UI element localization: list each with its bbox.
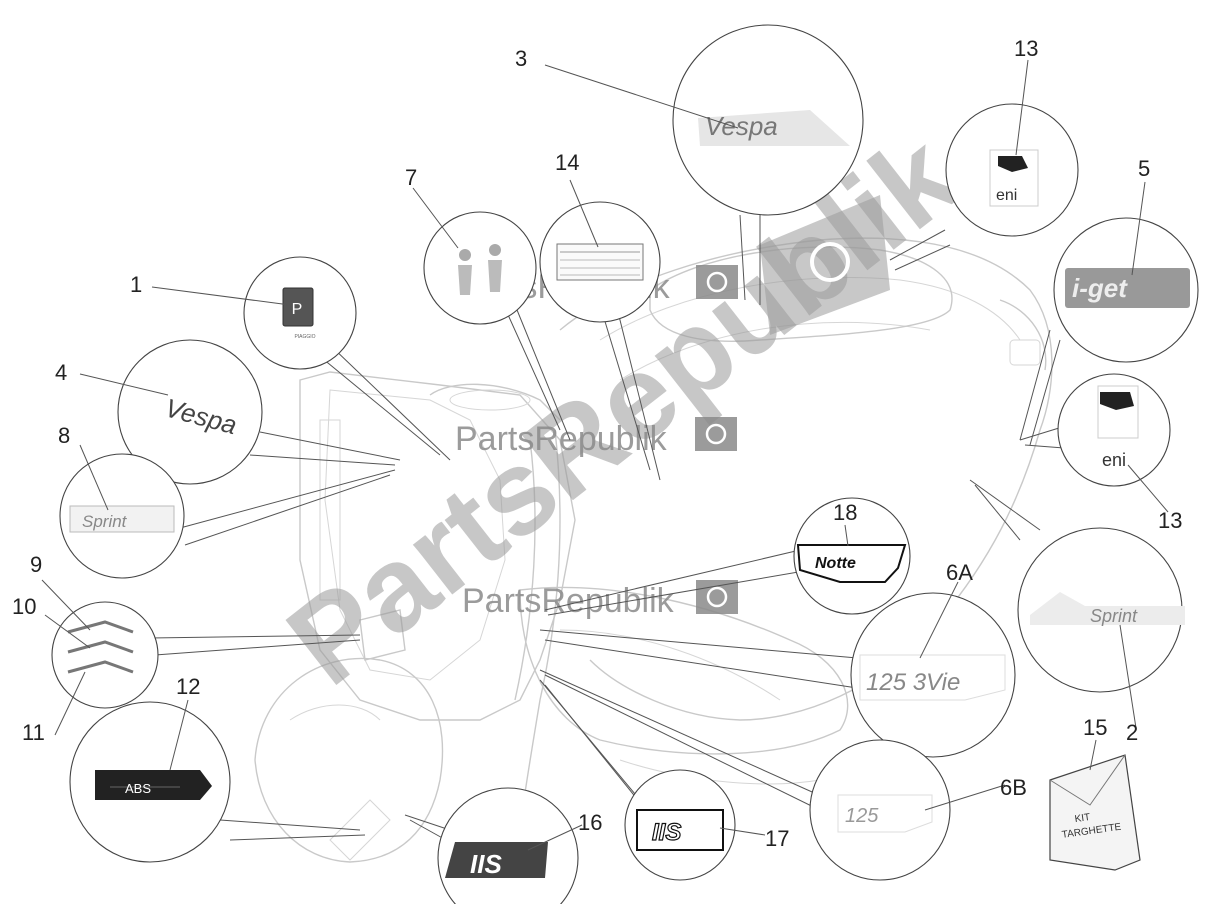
bubble-9-11 bbox=[51, 601, 159, 709]
callout-6B: 6B bbox=[1000, 775, 1027, 800]
piaggio-small-text: PIAGGIO bbox=[294, 334, 315, 340]
notte-decal: Notte bbox=[815, 555, 856, 572]
callout-11: 11 bbox=[22, 720, 45, 745]
callout-1: 1 bbox=[130, 272, 142, 297]
callout-7: 7 bbox=[405, 165, 417, 190]
kit-targhette-envelope: KIT TARGHETTE bbox=[1049, 754, 1141, 871]
watermark-small-text-2: PartsRepublik bbox=[455, 420, 668, 458]
bubble-14 bbox=[539, 201, 661, 323]
bubble-6A: 125 3Vie bbox=[850, 592, 1016, 758]
bubble-12: ABS bbox=[69, 701, 231, 863]
iget-decal: i-get bbox=[1072, 273, 1128, 303]
svg-text:P: P bbox=[292, 301, 303, 318]
kit-label: KIT bbox=[1074, 812, 1091, 825]
eni-logo-top: eni bbox=[996, 187, 1017, 204]
bubble-7 bbox=[423, 211, 537, 325]
gear-badge-large bbox=[760, 195, 890, 335]
leader-lines bbox=[149, 214, 1091, 846]
bubble-18: Notte bbox=[793, 497, 911, 615]
callout-17: 17 bbox=[765, 826, 789, 851]
callout-12: 12 bbox=[176, 674, 200, 699]
callout-labels: 1 2 3 4 5 6A 6B 7 8 9 10 11 12 13 13 14 … bbox=[12, 36, 1182, 851]
bubble-13-mid: eni bbox=[1057, 373, 1171, 487]
bubble-2: Sprint bbox=[1017, 527, 1185, 693]
callout-9: 9 bbox=[30, 552, 42, 577]
gear-icon bbox=[696, 580, 738, 614]
bubble-3: Vespa bbox=[672, 24, 864, 216]
callout-10: 10 bbox=[12, 594, 36, 619]
bubble-8: Sprint bbox=[59, 453, 185, 579]
callout-3: 3 bbox=[515, 46, 527, 71]
eni-logo-mid: eni bbox=[1102, 450, 1126, 470]
callout-4: 4 bbox=[55, 360, 67, 385]
abs-decal: ABS bbox=[125, 781, 151, 796]
callout-8: 8 bbox=[58, 423, 70, 448]
gear-icon bbox=[696, 265, 738, 299]
iis-decal-outline: IIS bbox=[652, 819, 681, 846]
callout-13-top: 13 bbox=[1014, 36, 1038, 61]
callout-14: 14 bbox=[555, 150, 579, 175]
callout-pointers bbox=[41, 59, 1169, 851]
callout-16: 16 bbox=[578, 810, 602, 835]
callout-5: 5 bbox=[1138, 156, 1150, 181]
bubble-16: IIS bbox=[437, 787, 579, 909]
cc125-decal: 125 bbox=[845, 805, 879, 827]
vespa-script-decal-side: Vespa bbox=[705, 111, 778, 141]
bubble-1: P PIAGGIO bbox=[243, 256, 357, 370]
callout-2: 2 bbox=[1126, 720, 1138, 745]
callout-18: 18 bbox=[833, 500, 857, 525]
callout-13-mid: 13 bbox=[1158, 508, 1182, 533]
cc125-3vie-decal: 125 3Vie bbox=[866, 669, 960, 696]
sprint-decal-front: Sprint bbox=[82, 512, 128, 531]
bubble-13-top: eni bbox=[945, 103, 1079, 237]
bubble-5: i-get bbox=[1053, 217, 1199, 363]
gear-icon bbox=[695, 417, 737, 451]
sprint-decal-side: Sprint bbox=[1090, 606, 1138, 626]
callout-15: 15 bbox=[1083, 715, 1107, 740]
callout-6A: 6A bbox=[946, 560, 973, 585]
bubble-4: Vespa bbox=[117, 339, 263, 485]
bubble-17: IIS bbox=[624, 769, 736, 881]
bubble-6B: 125 bbox=[809, 739, 951, 881]
iis-decal-solid: IIS bbox=[470, 849, 502, 879]
watermark-small-text-3: PartsRepublik bbox=[462, 582, 675, 620]
